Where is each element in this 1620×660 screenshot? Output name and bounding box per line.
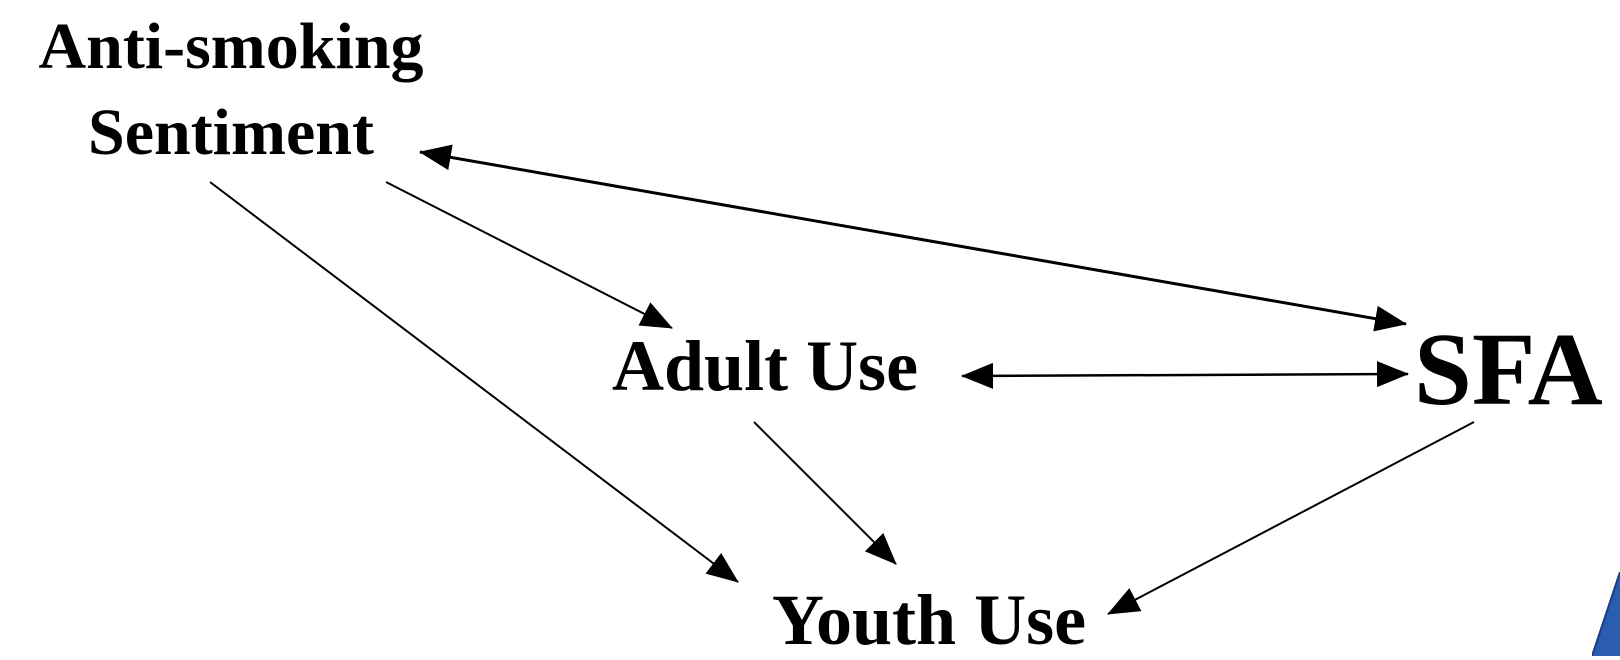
node-sfa: SFA [1414,312,1603,427]
node-adult-use: Adult Use [612,326,919,406]
node-anti-smoking-line2: Sentiment [88,96,374,169]
edge-adult-sfa [961,361,1409,389]
corner-accent-shape [1592,572,1620,656]
node-anti-smoking-line1: Anti-smoking [38,10,424,83]
edge-sentiment-sfa [419,144,1407,332]
edge-sentiment-adult [385,181,673,329]
edge-sentiment-youth [209,181,739,583]
node-anti-smoking-sentiment: Anti-smoking Sentiment [0,4,462,176]
edge-adult-youth [753,421,897,565]
node-youth-use: Youth Use [772,580,1087,660]
edge-sfa-youth [1107,421,1475,615]
